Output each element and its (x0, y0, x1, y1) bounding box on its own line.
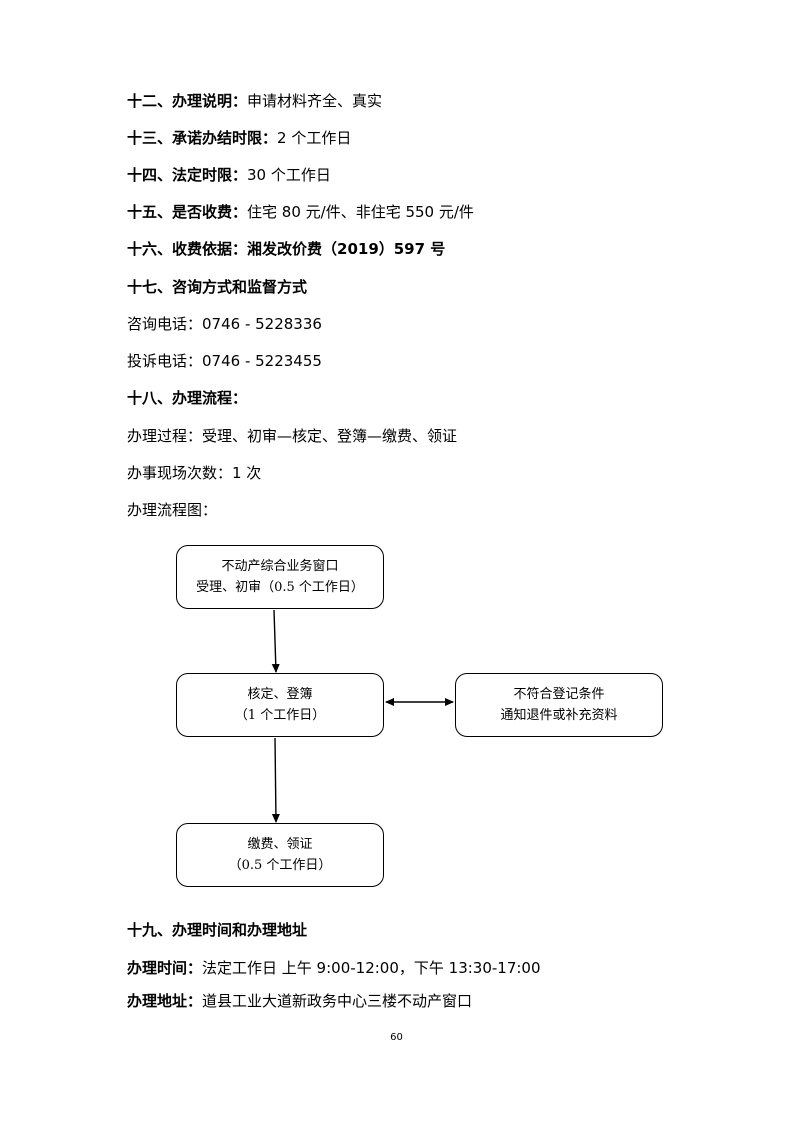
arrow-verification-to-payment (271, 737, 280, 823)
page-number: 60 (390, 1032, 403, 1043)
flow-box-acceptance-line2: 受理、初审（0.5 个工作日） (196, 580, 364, 595)
item-13-heading: 十三、承诺办结时限： (127, 129, 278, 147)
item-14-text: 30 个工作日 (247, 166, 331, 184)
item-16-heading: 十六、收费依据：湘发改价费（2019）597 号 (127, 240, 446, 258)
flow-box-verification-line1: 核定、登簿 (247, 687, 313, 702)
visit-count: 办事现场次数：1 次 (127, 464, 262, 482)
flow-box-rejection-line2: 通知退件或补充资料 (500, 708, 618, 723)
flow-box-rejection-line1: 不符合登记条件 (513, 687, 605, 702)
process-description: 办理过程：受理、初审—核定、登簿—缴费、领证 (127, 427, 458, 445)
consult-phone: 咨询电话：0746 - 5228336 (127, 315, 322, 333)
item-14-heading: 十四、法定时限： (127, 166, 248, 184)
flow-box-payment-line2: （0.5 个工作日） (228, 858, 332, 873)
flowchart-label: 办理流程图： (127, 501, 218, 519)
item-15: 十五、是否收费：住宅 80 元/件、非住宅 550 元/件 (127, 202, 474, 222)
office-address: 办理地址：道县工业大道新政务中心三楼不动产窗口 (127, 991, 472, 1011)
item-12-text: 申请材料齐全、真实 (247, 92, 383, 110)
flow-box-verification-line2: （1 个工作日） (234, 708, 326, 723)
item-15-heading: 十五、是否收费： (127, 203, 248, 221)
flow-box-payment-line1: 缴费、领证 (247, 837, 313, 852)
office-address-text: 道县工业大道新政务中心三楼不动产窗口 (202, 992, 473, 1010)
item-14: 十四、法定时限：30 个工作日 (127, 165, 331, 185)
flow-box-rejection: 不符合登记条件 通知退件或补充资料 (455, 673, 663, 737)
item-19-heading: 十九、办理时间和办理地址 (127, 921, 308, 939)
item-13-text: 2 个工作日 (277, 129, 352, 147)
item-12: 十二、办理说明：申请材料齐全、真实 (127, 91, 382, 111)
flow-box-payment: 缴费、领证 （0.5 个工作日） (176, 823, 384, 887)
flow-box-acceptance: 不动产综合业务窗口 受理、初审（0.5 个工作日） (176, 545, 384, 609)
office-hours-heading: 办理时间： (127, 959, 203, 977)
office-hours-text: 法定工作日 上午 9:00-12:00，下午 13:30-17:00 (202, 959, 541, 977)
item-15-text: 住宅 80 元/件、非住宅 550 元/件 (247, 203, 474, 221)
flow-box-acceptance-line1: 不动产综合业务窗口 (221, 559, 339, 574)
item-13: 十三、承诺办结时限：2 个工作日 (127, 128, 351, 148)
item-12-heading: 十二、办理说明： (127, 92, 248, 110)
office-hours: 办理时间：法定工作日 上午 9:00-12:00，下午 13:30-17:00 (127, 958, 541, 978)
complaint-phone: 投诉电话：0746 - 5223455 (127, 352, 322, 370)
flow-box-verification: 核定、登簿 （1 个工作日） (176, 673, 384, 737)
arrow-acceptance-to-verification (271, 609, 280, 673)
office-address-heading: 办理地址： (127, 992, 203, 1010)
item-18-heading: 十八、办理流程： (127, 389, 248, 407)
item-17-heading: 十七、咨询方式和监督方式 (127, 278, 308, 296)
